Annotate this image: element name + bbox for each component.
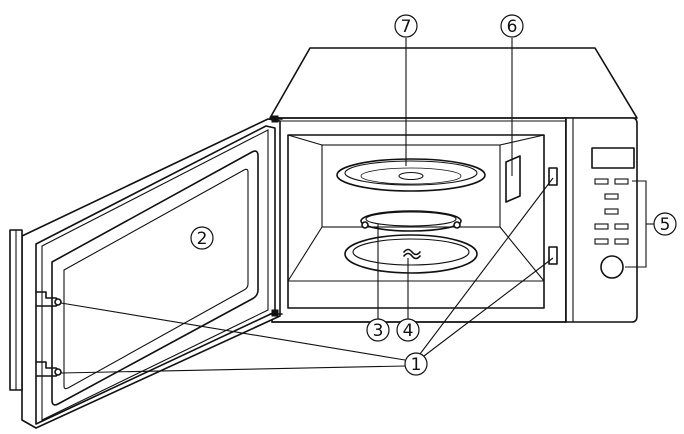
waveguide-cover — [505, 155, 521, 203]
oven-cavity — [287, 134, 558, 309]
latch-slot-upper — [548, 167, 558, 186]
door-latch-upper — [35, 291, 61, 307]
control-dial — [600, 255, 624, 279]
door — [9, 115, 283, 429]
callout-3-label: 3 — [373, 321, 384, 341]
roller-ring — [360, 210, 462, 232]
latch-slot-lower — [548, 246, 558, 265]
display-window — [591, 147, 635, 169]
callout-4: 4 — [396, 318, 420, 342]
leader-lines — [60, 38, 654, 374]
callout-1: 1 — [404, 352, 428, 376]
callout-7-label: 7 — [401, 17, 412, 37]
callout-6-label: 6 — [507, 17, 518, 37]
callout-2: 2 — [190, 226, 214, 250]
panel-button — [594, 223, 609, 230]
coupler — [403, 248, 421, 260]
callout-6: 6 — [500, 14, 524, 38]
panel-button — [594, 178, 609, 185]
panel-button — [594, 238, 609, 245]
callout-5-label: 5 — [660, 215, 671, 235]
callout-3: 3 — [366, 318, 390, 342]
callout-1-label: 1 — [411, 355, 422, 375]
panel-button — [604, 193, 619, 200]
control-panel — [565, 117, 638, 323]
door-latch-lower — [35, 361, 61, 377]
panel-button — [604, 208, 619, 215]
panel-button — [614, 178, 629, 185]
panel-button — [614, 223, 629, 230]
glass-tray — [336, 158, 486, 192]
callout-2-label: 2 — [197, 229, 208, 249]
panel-button — [614, 238, 629, 245]
callout-7: 7 — [394, 14, 418, 38]
callout-4-label: 4 — [403, 321, 414, 341]
callout-5: 5 — [653, 212, 677, 236]
coupler-plate — [344, 234, 478, 274]
